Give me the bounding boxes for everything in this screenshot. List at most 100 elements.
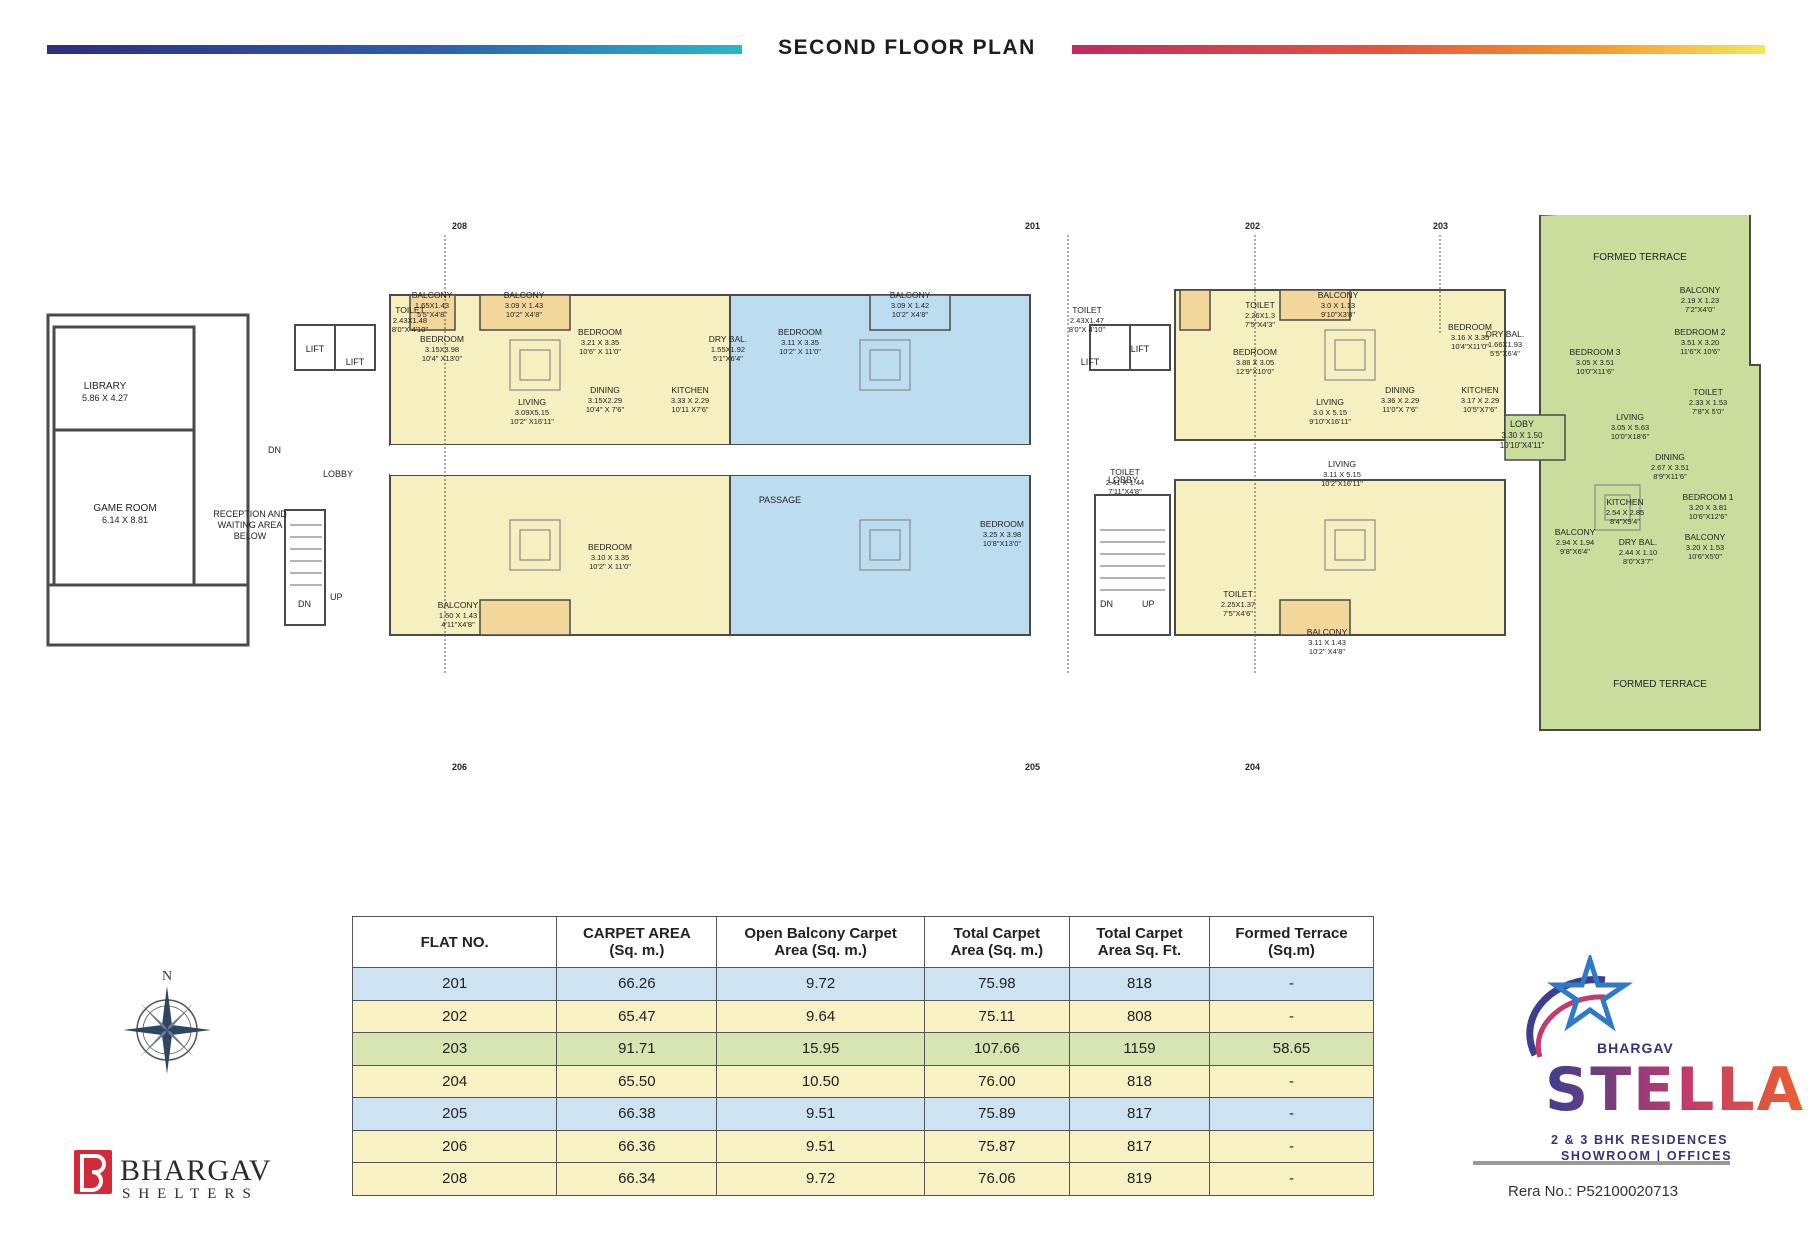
game-room-size: 6.14 X 8.81 [102, 515, 148, 525]
table-cell: 819 [1068, 1162, 1211, 1196]
room-ft: 10'0"X11'6" [1576, 367, 1614, 376]
room-size: 3.11 X 1.43 [1308, 638, 1346, 647]
table-cell: 66.26 [556, 967, 718, 1001]
room-name: BALCONY [504, 290, 545, 300]
table-cell: 75.11 [923, 999, 1070, 1033]
unit-203 [1504, 215, 1761, 731]
library-size: 5.86 X 4.27 [82, 393, 128, 403]
table-cell: 9.51 [716, 1129, 925, 1163]
table-cell: 205 [351, 1097, 558, 1131]
table-cell: 15.95 [716, 1032, 925, 1066]
loby-size-ft: 10'10"X4'11" [1500, 441, 1545, 450]
room-name: KITCHEN [1461, 385, 1498, 395]
room-name: BALCONY [1318, 290, 1359, 300]
table-cell: 817 [1068, 1129, 1211, 1163]
room-ft: 10'8"X13'0" [983, 539, 1022, 548]
room-name: BEDROOM [1448, 322, 1492, 332]
room-size: 3.21 X 3.35 [581, 338, 619, 347]
stair-up-right: UP [1142, 599, 1155, 609]
loby-label: LOBY [1510, 419, 1534, 429]
room-name: LIVING [1316, 397, 1344, 407]
room-name: DINING [1385, 385, 1415, 395]
room-ft: 9'10"X16'11" [1309, 417, 1351, 426]
room-size: 3.25 X 3.98 [983, 530, 1021, 539]
star-swoosh-icon [1526, 955, 1634, 1058]
table-header-row: FLAT NO.CARPET AREA(Sq. m.)Open Balcony … [351, 916, 1374, 968]
table-header-line: Formed Terrace [1235, 925, 1348, 942]
room-ft: 10'6"X12'6" [1689, 512, 1728, 521]
flat-marker-208: 208 [452, 221, 467, 231]
lift-label-4: LIFT [1131, 344, 1150, 354]
room-size: 3.15X2.29 [588, 396, 622, 405]
table-cell: 65.50 [556, 1064, 718, 1098]
room-ft: 7'8"X 5'0" [1692, 407, 1724, 416]
table-cell: 65.47 [556, 999, 718, 1033]
stair-dn-left: DN [268, 445, 281, 455]
room-size: 3.0 X 1.13 [1321, 301, 1355, 310]
table-cell: 818 [1068, 967, 1211, 1001]
room-ft: 10'2" X4'8" [506, 310, 542, 319]
stella-logo: BHARGAV STELLA 2 & 3 BHK RESIDENCES SHOW… [1495, 955, 1803, 1170]
table-cell: 202 [351, 999, 558, 1033]
table-cell: 201 [351, 967, 558, 1001]
table-cell: 75.89 [923, 1097, 1070, 1131]
flat-marker-201: 201 [1025, 221, 1040, 231]
room-ft: 10'4"X11'0" [1451, 342, 1489, 351]
room-ft: 7'2"X4'0" [1685, 305, 1715, 314]
room-size: 3.0 X 5.15 [1313, 408, 1347, 417]
table-header-line: FLAT NO. [420, 933, 489, 951]
table-header-line: Area (Sq. m.) [774, 942, 867, 959]
table-cell: 66.34 [556, 1162, 718, 1196]
table-header-line: Total Carpet [1096, 925, 1183, 942]
room-size: 2.67 X 3.51 [1651, 463, 1689, 472]
flat-marker-203: 203 [1433, 221, 1448, 231]
room-name: BALCONY [1307, 627, 1348, 637]
brand-name: BHARGAV [120, 1154, 272, 1187]
room-ft: 10'2" X4'8" [1309, 647, 1345, 656]
furniture [509, 329, 1641, 571]
table-cell: - [1209, 1162, 1374, 1196]
room-ft: 8'4"X9'4" [1610, 517, 1640, 526]
room-size: 3.20 X 1.53 [1686, 543, 1724, 552]
lift-core [284, 324, 1171, 636]
room-name: BEDROOM [588, 542, 632, 552]
area-table: FLAT NO.CARPET AREA(Sq. m.)Open Balcony … [351, 916, 1374, 1196]
room-size: 3.88 X 3.05 [1236, 358, 1274, 367]
room-ft: 5'5"X6'4" [1490, 349, 1520, 358]
page-title: SECOND FLOOR PLAN [778, 36, 1036, 59]
room-name: TOILET [1072, 305, 1102, 315]
lobby-label-right: LOBBY [1108, 475, 1138, 485]
unit-205 [729, 474, 1031, 636]
table-cell: 9.72 [716, 967, 925, 1001]
room-name: TOILET [1223, 589, 1253, 599]
table-cell: - [1209, 967, 1374, 1001]
room-ft: 10'2" X 11'0" [779, 347, 821, 356]
room-size: 2.19 X 1.23 [1681, 296, 1719, 305]
reception-label-3: BELOW [234, 531, 267, 541]
lobby-label-left: LOBBY [323, 469, 353, 479]
stair-dn-right: DN [1100, 599, 1113, 609]
formed-terrace-bottom: FORMED TERRACE [1613, 679, 1707, 690]
stair-up-lower: UP [330, 592, 343, 602]
room-size: 3.17 X 2.29 [1461, 396, 1499, 405]
room-ft: 10'2" X16'11" [510, 417, 554, 426]
logo-rule [1473, 1161, 1730, 1165]
room-name: BEDROOM 2 [1674, 327, 1725, 337]
lift-label-1: LIFT [306, 344, 325, 354]
room-name: DINING [1655, 452, 1685, 462]
room-name: BEDROOM [980, 519, 1024, 529]
room-size: 3.10 X 3.35 [591, 553, 629, 562]
table-cell: 76.00 [923, 1064, 1070, 1098]
room-ft: 7'5"X4'3" [1245, 320, 1275, 329]
floor-plan: 208 201 202 203 206 205 204 LIBRARY 5.86… [46, 215, 1761, 772]
room-name: LIVING [1328, 459, 1356, 469]
room-ft: 10'11 X7'6" [671, 405, 708, 414]
flat-marker-202: 202 [1245, 221, 1260, 231]
table-cell: 1159 [1068, 1032, 1211, 1066]
room-ft: 10'6" X 11'0" [579, 347, 621, 356]
